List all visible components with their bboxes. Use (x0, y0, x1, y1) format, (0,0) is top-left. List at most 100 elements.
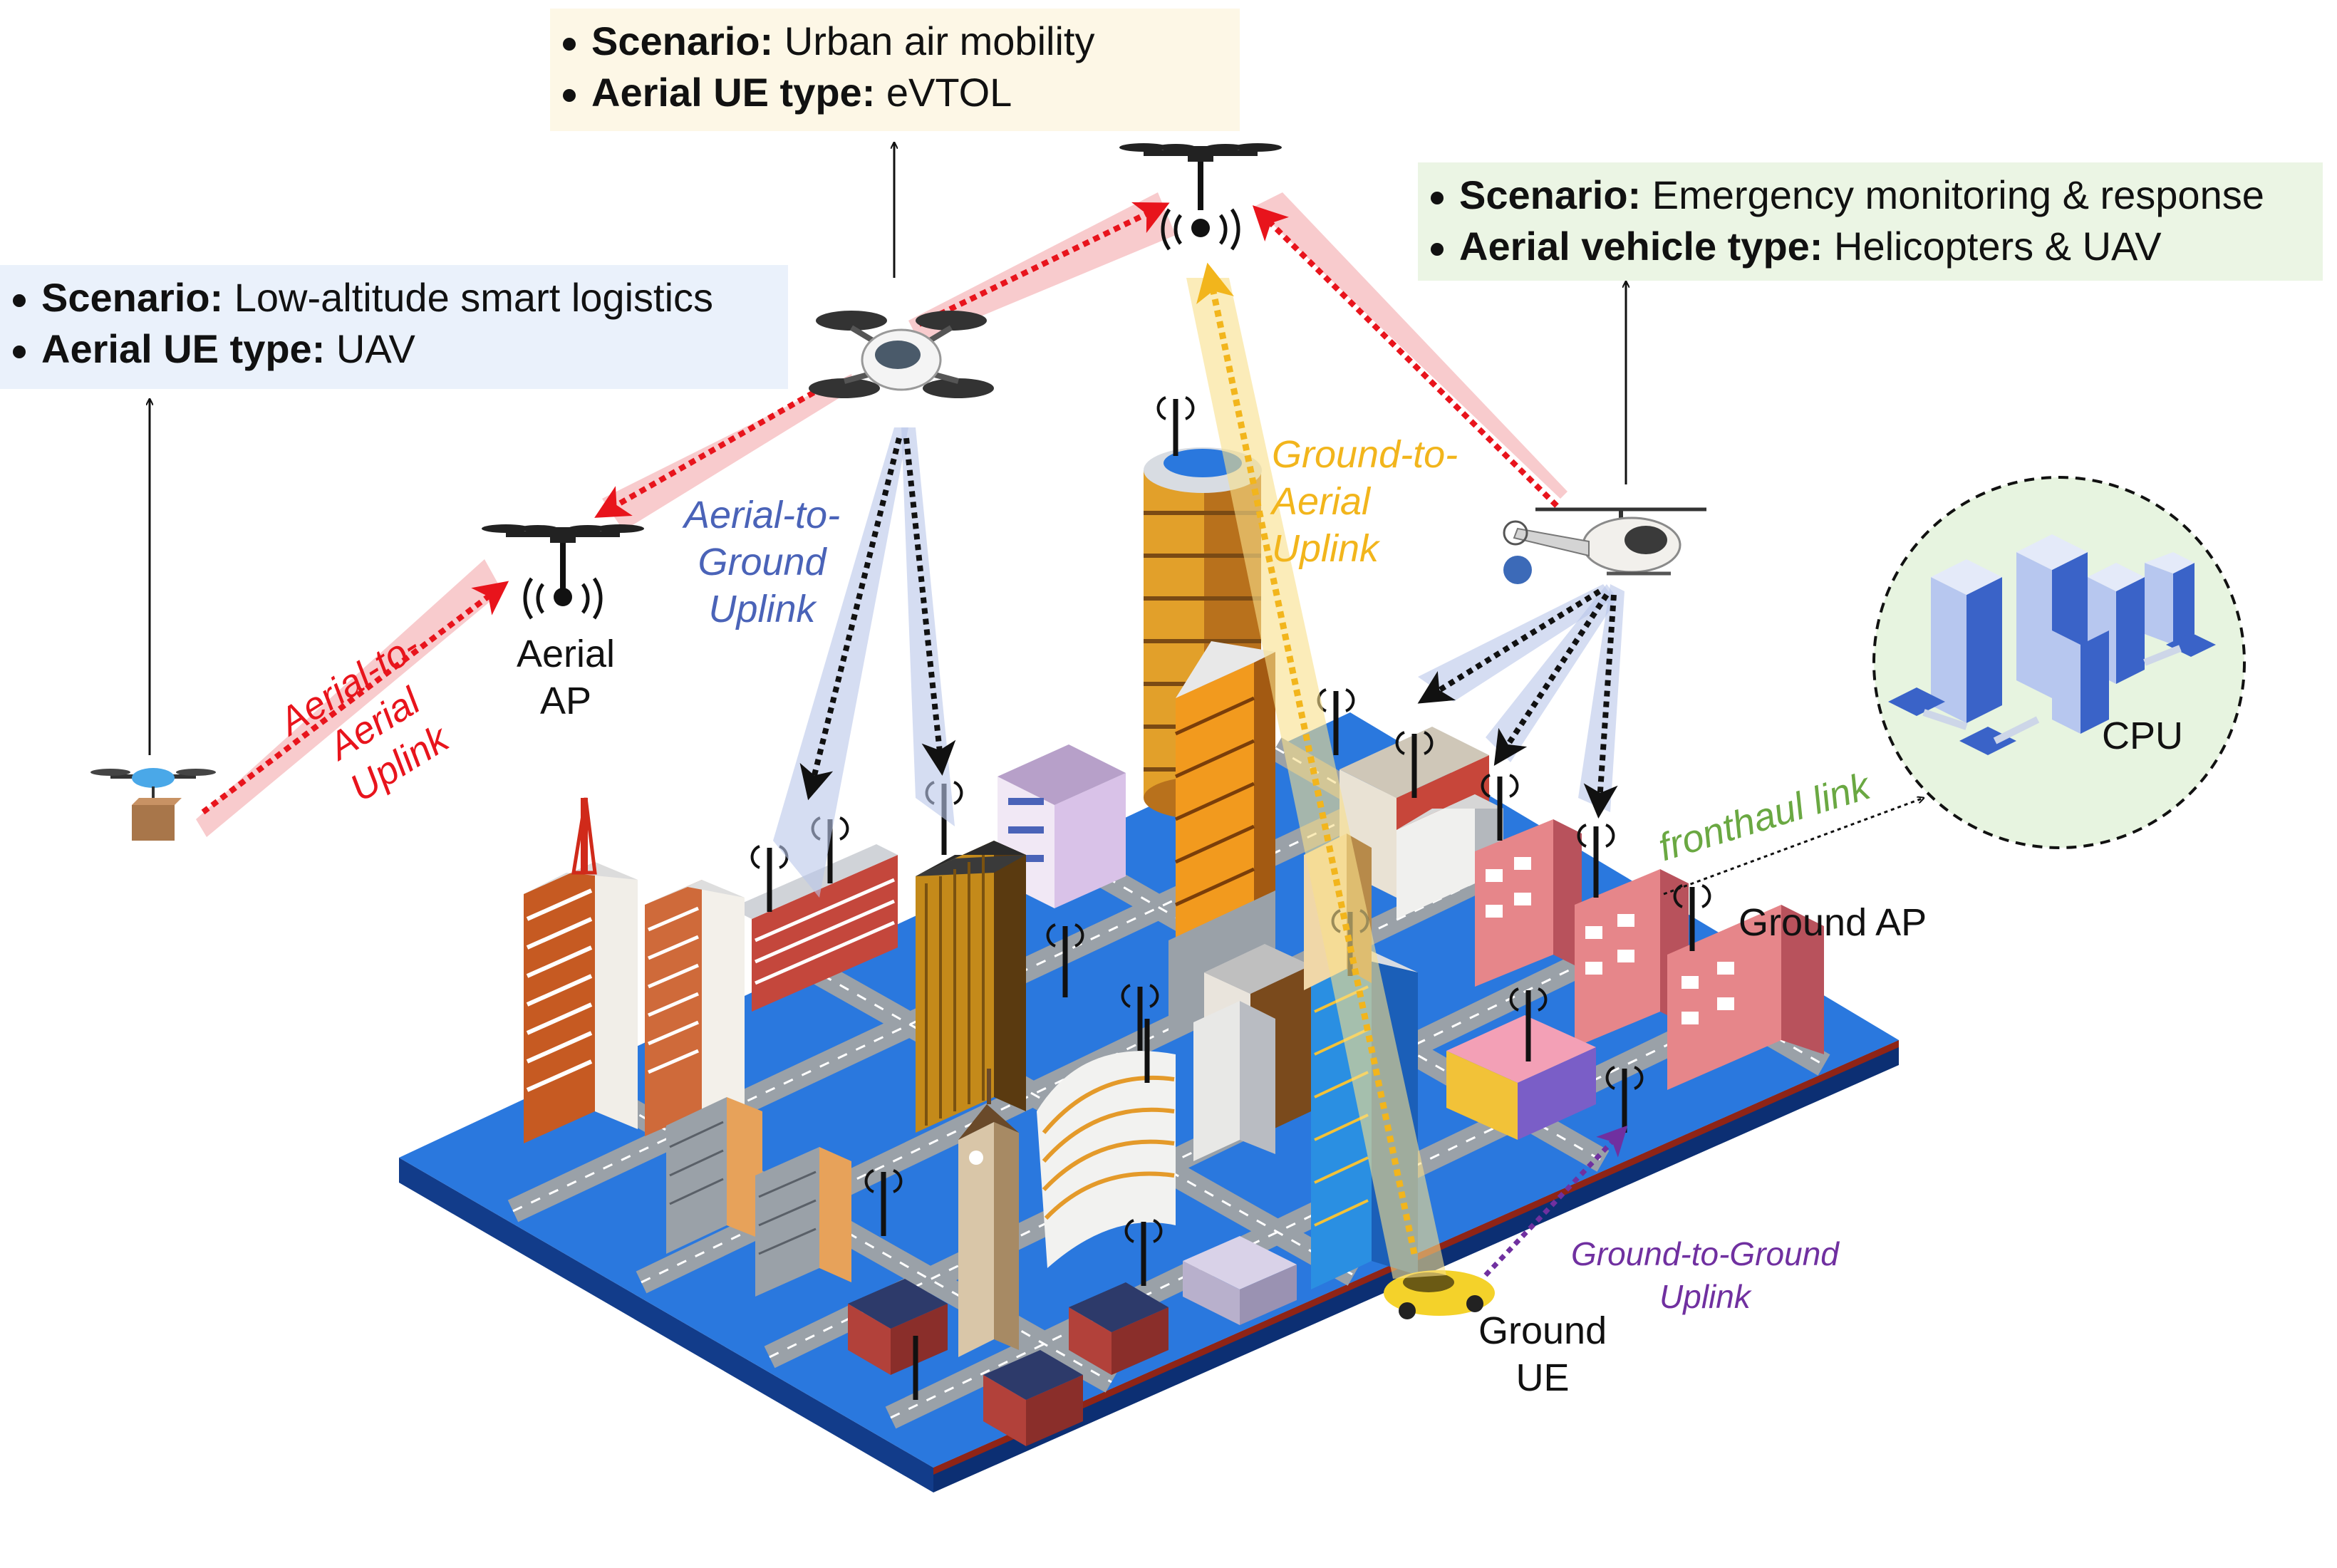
arrow-g2a (1196, 262, 1418, 1255)
ue-type-value: eVTOL (886, 70, 1012, 115)
scenario-label: Scenario: (41, 275, 224, 320)
antenna-icon (1156, 396, 1195, 456)
building-parking (1183, 1236, 1297, 1325)
label-ground-to-aerial: Ground-to- Aerial Uplink (1272, 431, 1458, 572)
vehicle-type-value: Helicopters & UAV (1834, 224, 2162, 269)
label-line: Uplink (1272, 527, 1379, 570)
beam-a2a-evtol-to-top (908, 192, 1176, 342)
beam-a2g-2 (901, 427, 955, 826)
label-ground-ap: Ground AP (1738, 899, 1927, 946)
scenario-label: Scenario: (1459, 172, 1642, 217)
ue-type-value: UAV (336, 326, 415, 371)
scenario-value: Emergency monitoring & response (1652, 172, 2264, 217)
beam-a2a-evtol-to-ap (602, 374, 855, 531)
arrow-a2g-5 (1583, 594, 1618, 819)
evtol-icon (809, 311, 994, 398)
ue-type-row: Aerial UE type: eVTOL (563, 67, 1223, 118)
antenna-icon (1481, 774, 1519, 841)
label-line: Ground (1478, 1309, 1607, 1352)
label-line: Ground AP (1738, 901, 1927, 944)
arrow-fronthaul (1663, 798, 1924, 895)
bullet-icon (13, 294, 26, 307)
label-line: Uplink (708, 588, 816, 630)
label-line: UE (1515, 1356, 1570, 1399)
aerial-ap-top-drone-icon (1119, 143, 1282, 251)
arrow-a2g-3 (1417, 588, 1602, 704)
bullet-icon (1431, 243, 1444, 256)
antenna-icon (1124, 1219, 1163, 1286)
scenario-row: Scenario: Urban air mobility (563, 16, 1223, 67)
building-left-red-tower (524, 797, 638, 1143)
arrow-a2a-uav-to-ap (201, 581, 509, 815)
label-aerial-ap: Aerial AP (517, 630, 615, 725)
city-illustration (399, 447, 1899, 1492)
label-line: CPU (2102, 715, 2184, 757)
antenna-icon (1673, 884, 1711, 951)
label-line: Ground-to-Ground (1571, 1235, 1839, 1272)
label-line: Ground (698, 541, 826, 583)
antenna-icon (1605, 1066, 1644, 1133)
label-ground-to-ground: Ground-to-Ground Uplink (1571, 1232, 1839, 1318)
scenario-row: Scenario: Emergency monitoring & respons… (1431, 170, 2306, 221)
beam-a2g-4 (1486, 584, 1617, 762)
uav-delivery-icon (90, 768, 216, 841)
vehicle-type-row: Aerial vehicle type: Helicopters & UAV (1431, 221, 2306, 272)
helicopter-icon (1503, 507, 1706, 584)
building-gold-tower (916, 841, 1026, 1133)
scenario-pointers (150, 142, 1626, 755)
scenario-box-logistics: Scenario: Low-altitude smart logistics A… (0, 265, 788, 389)
building-red-brick-front (848, 1279, 1168, 1446)
scenario-box-emergency: Scenario: Emergency monitoring & respons… (1418, 162, 2323, 281)
ue-type-row: Aerial UE type: UAV (13, 323, 771, 375)
scenario-value: Low-altitude smart logistics (234, 275, 714, 320)
antenna-icon (1509, 987, 1548, 1061)
bullet-icon (563, 89, 576, 102)
ue-type-label: Aerial UE type: (41, 326, 326, 371)
antenna-icon (864, 1169, 903, 1236)
arrow-a2g-2 (903, 437, 956, 776)
label-aerial-to-ground: Aerial-to- Ground Uplink (684, 492, 840, 633)
scenario-row: Scenario: Low-altitude smart logistics (13, 272, 771, 323)
building-clock-tower (958, 1069, 1019, 1357)
label-line: Uplink (1659, 1278, 1751, 1315)
arrow-a2a-heli-to-top (1252, 205, 1559, 508)
vehicle-type-label: Aerial vehicle type: (1459, 224, 1823, 269)
bullet-icon (563, 38, 576, 51)
bullet-icon (1431, 192, 1444, 204)
beam-g2a (1186, 278, 1446, 1279)
scenario-value: Urban air mobility (784, 19, 1095, 63)
scenario-label: Scenario: (591, 19, 774, 63)
city-base-side-left (399, 1158, 933, 1492)
building-store (1446, 1015, 1596, 1140)
label-line: Ground-to- (1272, 433, 1458, 476)
building-orange-tower (1168, 641, 1275, 1033)
building-pink-apartments (1475, 819, 1824, 1090)
scenario-box-urban: Scenario: Urban air mobility Aerial UE t… (550, 9, 1240, 131)
antenna-icon (1121, 984, 1159, 1051)
building-twin-tower (645, 880, 745, 1136)
ground-ue-car (1384, 1270, 1495, 1319)
label-cpu: CPU (2102, 712, 2183, 759)
antenna-icon (1395, 731, 1434, 798)
aerial-ap-drone-icon (482, 524, 644, 620)
label-ground-ue: Ground UE (1478, 1307, 1607, 1401)
server-icon (1931, 534, 2194, 734)
ue-type-label: Aerial UE type: (591, 70, 876, 115)
arrow-a2a-evtol-to-top (918, 202, 1170, 327)
antenna-icon (1046, 923, 1084, 997)
beam-a2a-heli-to-top (1254, 192, 1568, 499)
antenna-icon (1577, 824, 1615, 898)
label-line: Aerial (517, 633, 616, 675)
label-line: AP (540, 680, 592, 722)
arrow-a2a-evtol-to-ap (594, 378, 835, 518)
label-line: Aerial-to- (684, 494, 841, 536)
building-grey-office (1193, 1001, 1275, 1161)
link-arrows (201, 202, 1924, 1277)
label-line: Aerial (1272, 480, 1371, 523)
bullet-icon (13, 346, 26, 358)
cpu-circle (1872, 476, 2246, 849)
building-glass-left-front (666, 1097, 851, 1297)
building-curved-white (1037, 1051, 1176, 1268)
